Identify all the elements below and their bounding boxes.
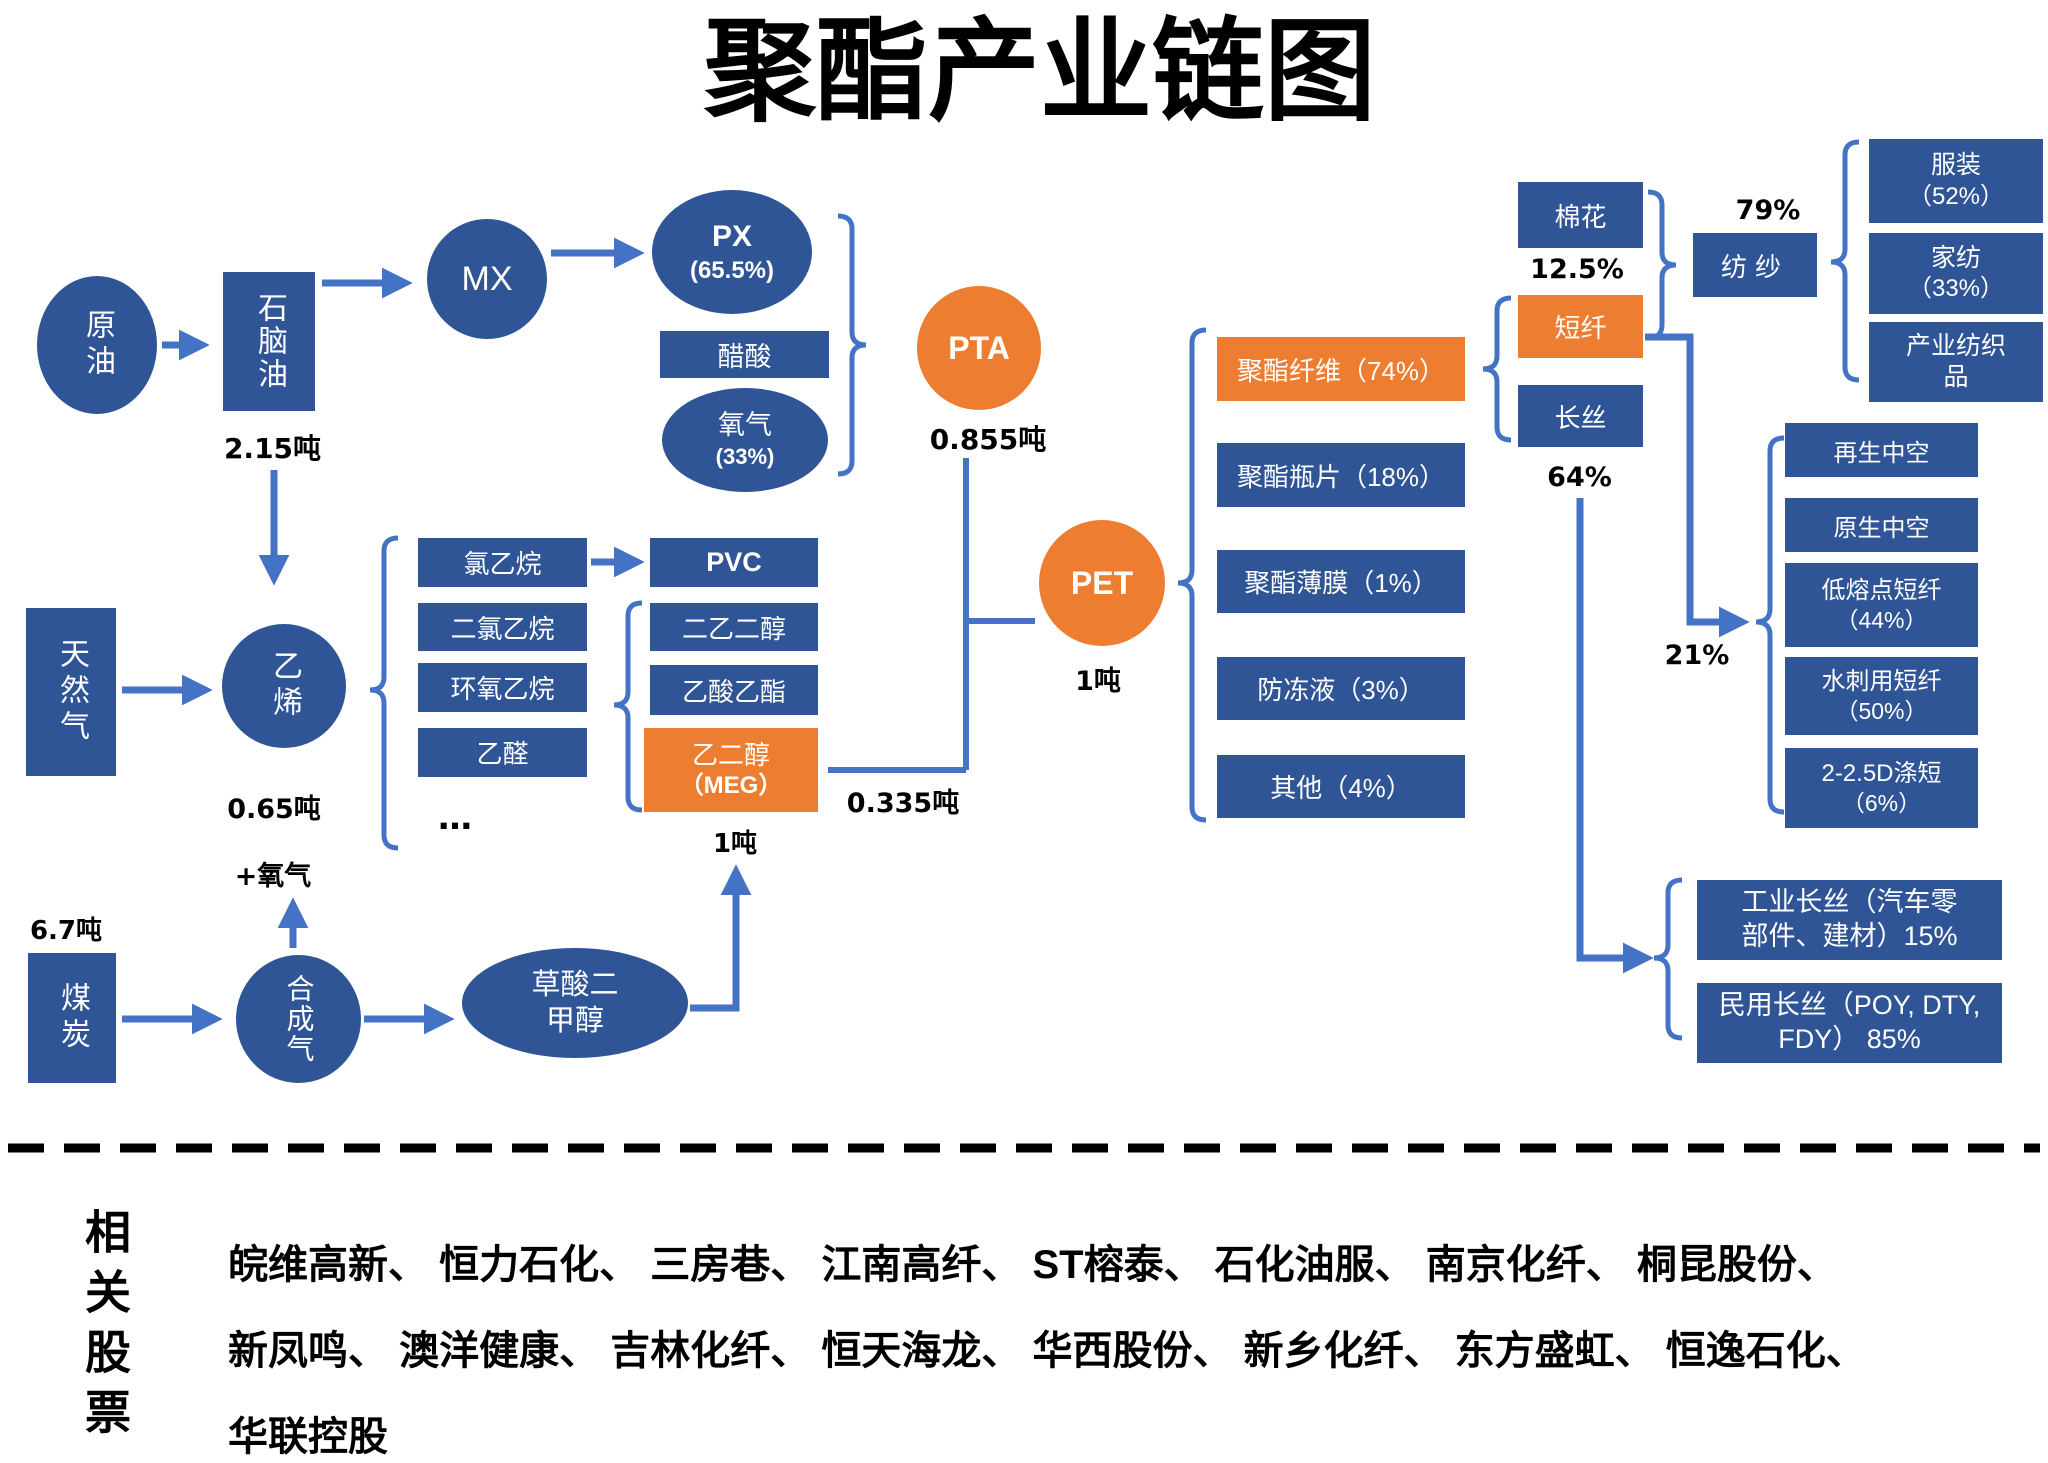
spinning-product-apparel: 服装 （52%） (1869, 139, 2043, 223)
meg-qty-label: 1吨 (712, 828, 758, 859)
industrial-filament-line1: 工业长丝（汽车零 (1741, 887, 1958, 918)
natural-gas-node: 天然气 (26, 608, 116, 776)
more-derivatives-label: … (438, 798, 472, 838)
filament-pct-label: 64% (1547, 461, 1612, 493)
staple-product-virgin-hollow: 原生中空 (1785, 498, 1978, 552)
brace-spinning-products (1830, 139, 1860, 383)
arrow-dmo-meg (690, 864, 752, 1012)
filament-product-industrial: 工业长丝（汽车零 部件、建材）15% (1697, 880, 2002, 960)
brace-fiber-split (1482, 295, 1512, 443)
brace-ethylene-derivatives (369, 535, 399, 851)
civil-filament-line2: FDY） 85% (1778, 1024, 1921, 1054)
cotton-node: 棉花 (1518, 182, 1643, 248)
staple-product-recycled-hollow: 再生中空 (1785, 423, 1978, 477)
spinning-node: 纺纱 (1693, 233, 1817, 297)
pet-qty-label: 1吨 (1075, 665, 1121, 697)
ethylene-oxide-node: 环氧乙烷 (418, 663, 587, 712)
pet-product-film: 聚酯薄膜（1%） (1217, 550, 1465, 613)
dichloroethane-node: 二氯乙烷 (418, 603, 587, 651)
pvc-node: PVC (650, 538, 818, 587)
low-melt-line2: （44%） (1835, 606, 1928, 633)
stocks-line-3: 华联控股 (228, 1415, 388, 1459)
industrial-textile-line1: 产业纺织 (1905, 331, 2006, 360)
oxygen-label: 氧气 (718, 410, 772, 441)
pta-qty-label: 0.855吨 (929, 423, 1047, 456)
staple-pct-label: 21% (1664, 639, 1730, 671)
ethylene-node: 乙烯 (222, 624, 346, 748)
staple-product-2-2-5d: 2-2.5D涤短 （6%） (1785, 748, 1978, 828)
pet-product-other: 其他（4%） (1217, 755, 1465, 818)
meg-label-line2: （MEG） (679, 772, 783, 800)
hometextile-line2: （33%） (1907, 275, 2005, 303)
cotton-pct-label: 12.5% (1530, 253, 1624, 285)
pet-product-bottle: 聚酯瓶片（18%） (1217, 443, 1465, 507)
civil-filament-line1: 民用长丝（POY, DTY, (1718, 990, 1981, 1021)
px-pct-label: (65.5%) (689, 256, 775, 284)
plus-oxygen-label: +氧气 (234, 860, 312, 892)
ethyl-acetate-node: 乙酸乙酯 (650, 665, 818, 715)
dmo-node: 草酸二 甲醇 (462, 948, 688, 1058)
oxygen-node: 氧气 (33%) (662, 388, 828, 492)
industrial-textile-line2: 品 (1943, 363, 1969, 391)
stocks-line-2: 新凤鸣、 澳洋健康、 吉林化纤、 恒天海龙、 华西股份、 新乡化纤、 东方盛虹、… (228, 1329, 1866, 1373)
px-label: PX (711, 220, 753, 254)
acetaldehyde-node: 乙醛 (418, 728, 587, 777)
pet-node: PET (1039, 520, 1165, 646)
spunlace-line1: 水刺用短纤 (1821, 667, 1942, 695)
chloroethane-node: 氯乙烷 (418, 538, 587, 587)
arrow-filament-64pct (1576, 498, 1654, 974)
naphtha-node: 石脑油 (223, 272, 315, 411)
brace-cotton-staple-to-spinning (1647, 189, 1677, 341)
arrow-staple-21pct (1645, 333, 1750, 638)
line-pta-meg-pet-junction (828, 458, 1035, 773)
pta-node: PTA (917, 286, 1041, 410)
pet-product-antifreeze: 防冻液（3%） (1217, 657, 1465, 720)
apparel-line2: （52%） (1907, 182, 2005, 210)
meg-node: 乙二醇 （MEG） (644, 728, 818, 812)
syngas-node: 合成气 (236, 955, 361, 1083)
pet-product-fiber: 聚酯纤维（74%） (1217, 337, 1465, 401)
staple-product-spunlace: 水刺用短纤 （50%） (1785, 657, 1978, 735)
staple-product-low-melt: 低熔点短纤 （44%） (1785, 563, 1978, 647)
diethylene-glycol-node: 二乙二醇 (650, 603, 818, 651)
mx-node: MX (427, 219, 547, 339)
brace-staple-products (1755, 435, 1785, 815)
filament-node: 长丝 (1518, 385, 1643, 447)
brace-pet-products (1177, 327, 1207, 823)
px-node: PX (65.5%) (652, 190, 812, 314)
spinning-product-hometextile: 家纺 （33%） (1869, 233, 2043, 314)
meg-to-pet-qty-label: 0.335吨 (846, 787, 960, 819)
spunlace-line2: （50%） (1835, 697, 1928, 724)
brace-px-acetic-oxygen-to-pta (837, 213, 867, 477)
d-staple-line1: 2-2.5D涤短 (1821, 759, 1942, 787)
industrial-filament-line2: 部件、建材）15% (1741, 921, 1958, 951)
coal-node: 煤炭 (28, 953, 116, 1083)
dmo-label-line2: 甲醇 (545, 1005, 604, 1037)
filament-product-civil: 民用长丝（POY, DTY, FDY） 85% (1697, 983, 2002, 1063)
brace-glycol-group (613, 600, 643, 813)
naphtha-qty-label: 2.15吨 (223, 432, 322, 465)
page-title: 聚酯产业链图 (704, 9, 1376, 134)
related-stocks-heading: 相关股票 (79, 1208, 131, 1448)
spinning-product-industrial-textile: 产业纺织 品 (1869, 322, 2043, 402)
d-staple-line2: （6%） (1841, 789, 1922, 816)
crude-oil-node: 原油 (37, 276, 157, 414)
low-melt-line1: 低熔点短纤 (1821, 576, 1942, 604)
apparel-line1: 服装 (1930, 151, 1981, 180)
meg-label-line1: 乙二醇 (691, 739, 770, 770)
stocks-line-1: 皖维高新、 恒力石化、 三房巷、 江南高纤、 ST榕泰、 石化油服、 南京化纤、… (228, 1243, 1837, 1287)
hometextile-line1: 家纺 (1930, 243, 1981, 272)
dmo-label-line1: 草酸二 (531, 968, 619, 1001)
ethylene-qty-label: 0.65吨 (227, 793, 321, 825)
spinning-pct-label: 79% (1735, 194, 1801, 226)
oxygen-pct-label: (33%) (715, 444, 775, 470)
acetic-acid-node: 醋酸 (660, 331, 829, 378)
staple-fiber-node: 短纤 (1518, 295, 1643, 358)
brace-filament-products (1653, 877, 1683, 1041)
coal-qty-label: 6.7吨 (29, 915, 103, 946)
